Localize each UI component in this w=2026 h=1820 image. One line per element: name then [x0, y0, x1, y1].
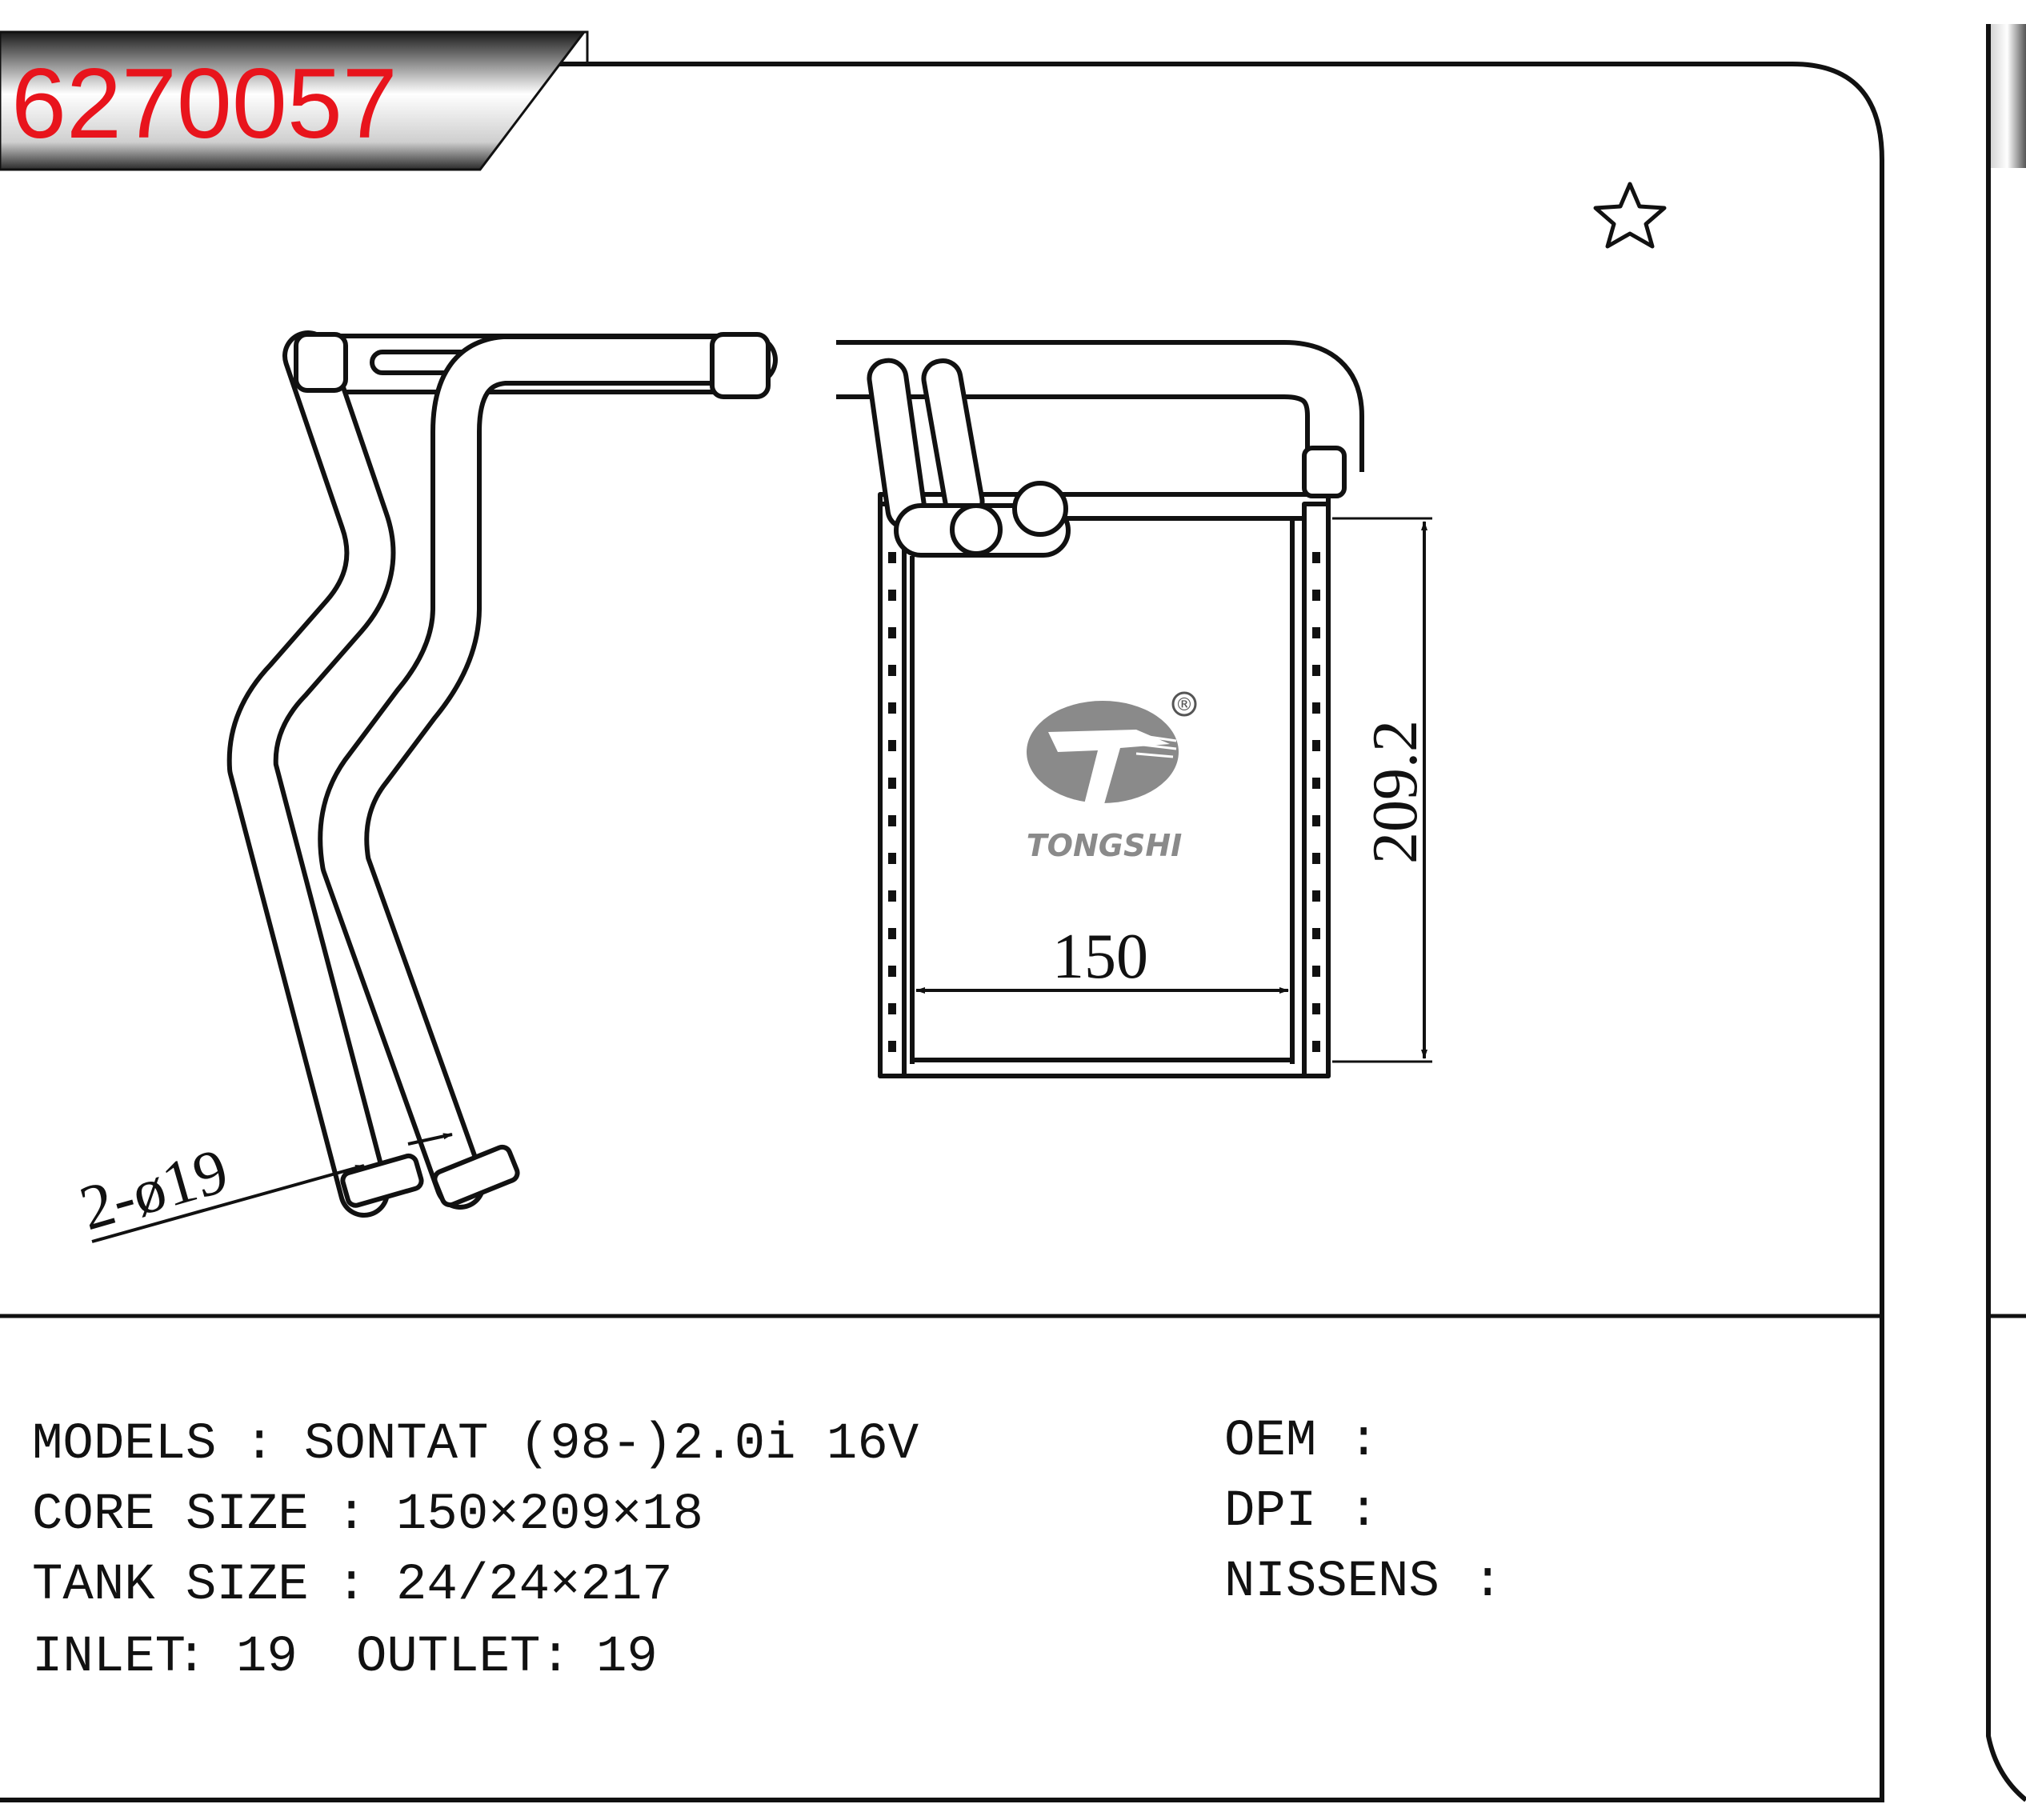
tank-tube-end — [1312, 890, 1320, 902]
svg-text:®: ® — [1175, 695, 1193, 715]
tank-tube-end — [888, 590, 896, 601]
tank-tube-end — [888, 665, 896, 676]
tank-size-value: 24/24×217 — [396, 1557, 673, 1614]
tank-tube-end — [888, 778, 896, 789]
tank-tube-end — [1312, 928, 1320, 939]
tank-tube-end — [1312, 966, 1320, 977]
registered-mark-icon — [1171, 691, 1197, 717]
tank-tube-end — [1312, 590, 1320, 601]
core-size-label: CORE SIZE — [32, 1486, 309, 1544]
tank-tube-end — [1312, 665, 1320, 676]
tank-tube-end — [1312, 1041, 1320, 1052]
front-view-core — [836, 340, 1364, 1078]
part-number: 6270057 — [11, 49, 398, 159]
nissens-label: NISSENS — [1224, 1554, 1439, 1611]
tank-tube-end — [888, 1041, 896, 1052]
nissens-sep: : — [1472, 1554, 1503, 1611]
tank-tube-end — [888, 1003, 896, 1014]
core-width-label: 150 — [1052, 922, 1148, 992]
tank-tube-end — [1312, 853, 1320, 864]
dpi-label: DPI — [1224, 1483, 1316, 1541]
tank-tube-end — [1312, 815, 1320, 826]
dpi-sep: : — [1348, 1483, 1379, 1541]
tank-size-label: TANK SIZE — [32, 1557, 309, 1614]
tank-tube-end — [1312, 627, 1320, 638]
tank-tube-end — [888, 928, 896, 939]
core-size-value: 150×209×18 — [396, 1486, 703, 1544]
tank-tube-end — [888, 627, 896, 638]
models-label: MODELS — [32, 1416, 216, 1474]
outlet-value: 19 — [596, 1629, 658, 1686]
spec-block: MODELS : SONTAT (98-)2.0i 16V CORE SIZE … — [32, 1413, 1503, 1686]
core-height-label: 209.2 — [1360, 720, 1431, 864]
tank-tube-end — [888, 890, 896, 902]
oem-label: OEM — [1224, 1413, 1316, 1470]
tank-tube-end — [888, 702, 896, 714]
models-sep: : — [244, 1416, 274, 1474]
outlet-sep: : — [540, 1629, 571, 1686]
core-height-dimension: 209.2 — [1332, 517, 1432, 1063]
tank-tube-end — [888, 853, 896, 864]
pipe-diameter-label: 2-ø19 — [73, 1135, 236, 1244]
brand-name: TONGSHI — [1027, 828, 1183, 863]
tank-tube-end — [1312, 702, 1320, 714]
adjacent-sheet-edge — [1986, 24, 2026, 1802]
oem-sep: : — [1348, 1413, 1379, 1470]
tank-tube-end — [888, 552, 896, 563]
tank-tube-end — [888, 815, 896, 826]
tank-size-sep: : — [336, 1557, 366, 1614]
tank-tube-end — [1312, 552, 1320, 563]
models-value: SONTAT (98-)2.0i 16V — [304, 1416, 919, 1474]
tank-tube-end — [1312, 1003, 1320, 1014]
outlet-label: OUTLET — [356, 1629, 540, 1686]
star-icon — [1593, 182, 1667, 249]
tongshi-logo-icon: ® TONGSHI — [1027, 691, 1197, 863]
sheet-border — [0, 62, 1884, 1802]
inlet-sep: : — [176, 1629, 206, 1686]
tank-tube-end — [1312, 740, 1320, 751]
tank-tube-end — [888, 740, 896, 751]
core-width-dimension: 150 — [915, 922, 1289, 994]
core-size-sep: : — [336, 1486, 366, 1544]
tank-dots — [888, 552, 1320, 1052]
side-view-pipes — [226, 330, 778, 1218]
tank-tube-end — [888, 966, 896, 977]
inlet-value: 19 — [236, 1629, 298, 1686]
part-number-banner: 6270057 — [0, 30, 589, 171]
tank-tube-end — [1312, 778, 1320, 789]
inlet-label: INLET — [32, 1629, 186, 1686]
